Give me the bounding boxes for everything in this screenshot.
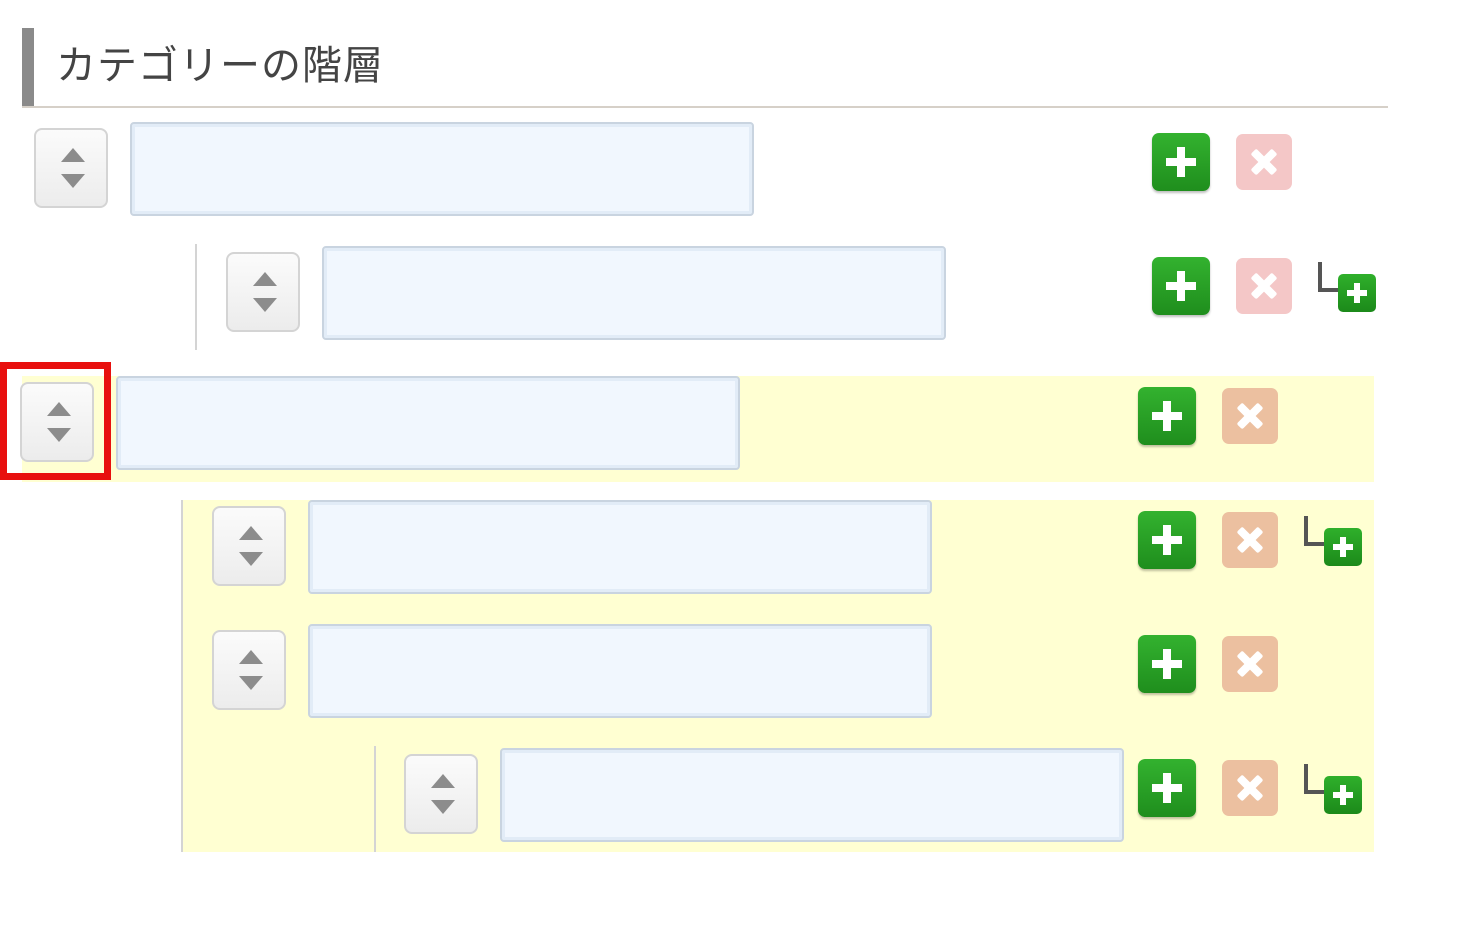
add-child-icon	[1304, 516, 1324, 546]
delete-button[interactable]	[1236, 258, 1292, 314]
section-header: カテゴリーの階層	[22, 28, 1388, 108]
sort-down-icon	[253, 298, 277, 312]
delete-button[interactable]	[1222, 512, 1278, 568]
section-header-bar	[22, 28, 34, 106]
sort-down-icon	[239, 552, 263, 566]
sort-handle[interactable]	[20, 382, 94, 462]
add-child-icon	[1318, 262, 1338, 292]
sort-up-icon	[239, 650, 263, 664]
category-name-input[interactable]	[308, 624, 932, 718]
sort-down-icon	[61, 174, 85, 188]
sort-up-icon	[61, 148, 85, 162]
category-name-input[interactable]	[130, 122, 754, 216]
sort-up-icon	[239, 526, 263, 540]
sort-handle[interactable]	[226, 252, 300, 332]
sort-down-icon	[47, 428, 71, 442]
delete-button[interactable]	[1236, 134, 1292, 190]
add-child-button[interactable]	[1304, 516, 1364, 572]
sort-up-icon	[47, 402, 71, 416]
add-child-button[interactable]	[1318, 262, 1378, 318]
add-sibling-button[interactable]	[1138, 511, 1196, 569]
tree-line	[374, 746, 376, 852]
sort-handle[interactable]	[404, 754, 478, 834]
category-name-input[interactable]	[308, 500, 932, 594]
sort-down-icon	[239, 676, 263, 690]
section-title: カテゴリーの階層	[56, 43, 384, 89]
category-name-input[interactable]	[500, 748, 1124, 842]
add-sibling-button[interactable]	[1138, 759, 1196, 817]
sort-up-icon	[431, 774, 455, 788]
focus-highlight	[0, 362, 111, 480]
add-sibling-button[interactable]	[1152, 257, 1210, 315]
add-sibling-button[interactable]	[1138, 387, 1196, 445]
tree-line	[181, 500, 183, 852]
category-name-input[interactable]	[116, 376, 740, 470]
sort-up-icon	[253, 272, 277, 286]
category-name-input[interactable]	[322, 246, 946, 340]
add-sibling-button[interactable]	[1138, 635, 1196, 693]
tree-line	[195, 244, 197, 350]
add-sibling-button[interactable]	[1152, 133, 1210, 191]
sort-handle[interactable]	[34, 128, 108, 208]
sort-down-icon	[431, 800, 455, 814]
sort-handle[interactable]	[212, 506, 286, 586]
delete-button[interactable]	[1222, 636, 1278, 692]
delete-button[interactable]	[1222, 388, 1278, 444]
add-child-button[interactable]	[1304, 764, 1364, 820]
delete-button[interactable]	[1222, 760, 1278, 816]
sort-handle[interactable]	[212, 630, 286, 710]
add-child-icon	[1304, 764, 1324, 794]
